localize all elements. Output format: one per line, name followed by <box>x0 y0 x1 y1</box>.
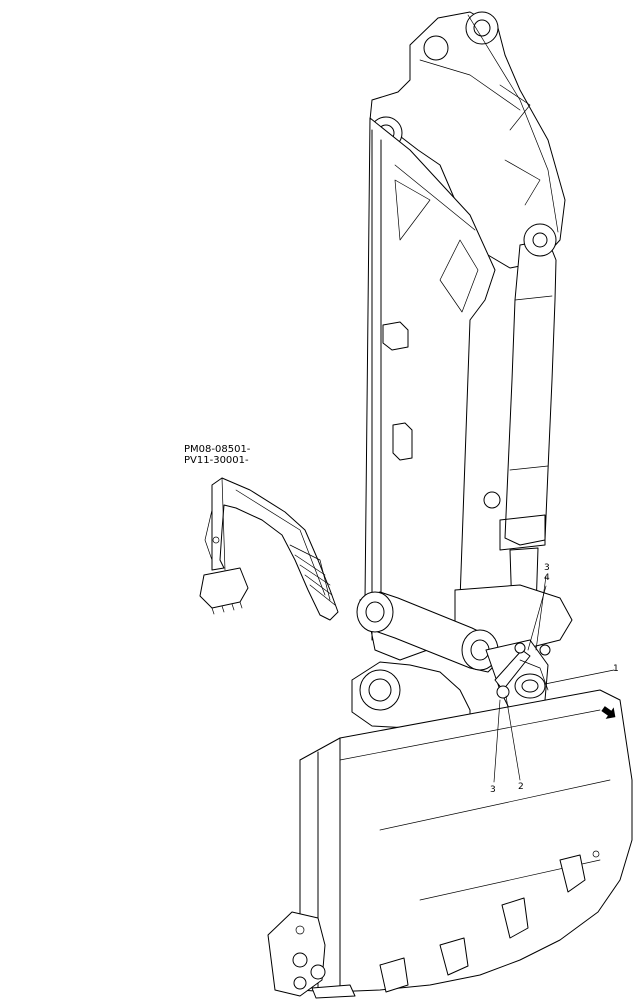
callout-4: 4 <box>544 573 550 583</box>
bucket-drawing <box>267 689 633 999</box>
callout-3-bottom: 3 <box>490 785 496 795</box>
callout-2: 2 <box>518 782 524 792</box>
front-arrow-icon <box>601 706 616 719</box>
serial-number-1: PM08-08501- <box>184 444 251 455</box>
callout-1: 1 <box>613 664 619 674</box>
callout-3-top: 3 <box>544 563 550 573</box>
serial-number-2: PV11-30001- <box>184 455 249 466</box>
leader-lines <box>493 575 615 783</box>
arm-drawing <box>364 11 573 661</box>
overview-inset-drawing <box>199 477 339 621</box>
